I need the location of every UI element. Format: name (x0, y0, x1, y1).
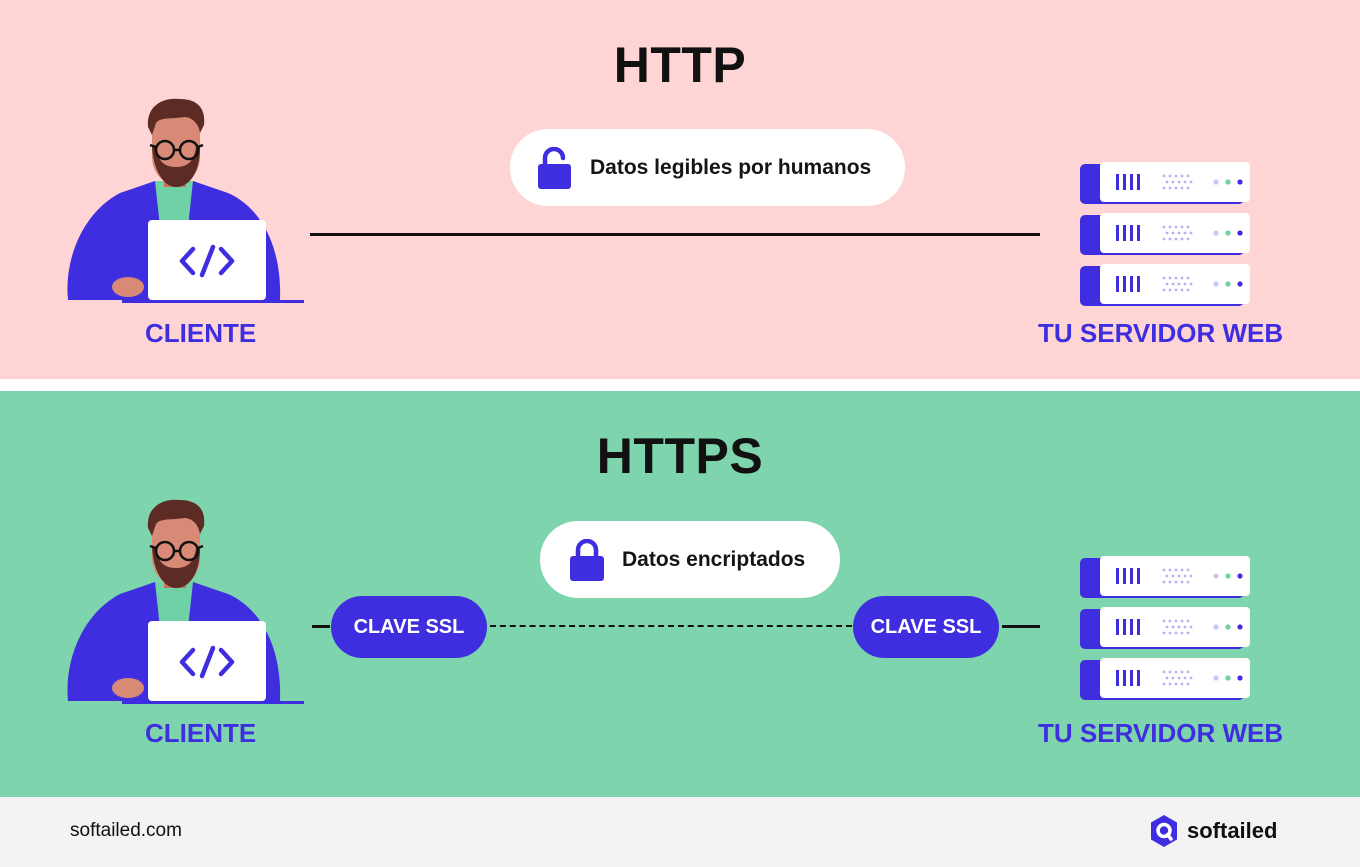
https-encrypted-line (490, 625, 852, 627)
https-server-label: TU SERVIDOR WEB (1038, 718, 1284, 748)
laptop-base (122, 300, 304, 303)
locked-padlock-icon (570, 538, 604, 581)
client-person-illustration (67, 499, 304, 704)
https-client-label: CLIENTE (145, 718, 257, 748)
http-server-label: TU SERVIDOR WEB (1038, 318, 1284, 348)
http-message-text: Datos legibles por humanos (590, 155, 872, 179)
softailed-logo-icon (1151, 815, 1177, 847)
hair (147, 98, 205, 135)
https-line-key-server (1002, 625, 1040, 628)
brand-logo: softailed (1149, 814, 1277, 848)
hand (112, 678, 144, 698)
hair (147, 499, 205, 536)
http-panel: HTTP CLIENTE Datos legibles por humanos … (0, 0, 1360, 379)
client-person-illustration (67, 98, 304, 303)
unlocked-padlock-icon (538, 146, 571, 189)
web-server-illustration (1080, 162, 1250, 306)
https-message-text: Datos encriptados (622, 547, 806, 571)
footer: softailed.com softailed (0, 797, 1360, 867)
shirt (155, 181, 193, 227)
http-title: HTTP (613, 37, 747, 93)
beard (152, 147, 200, 187)
laptop-base (122, 701, 304, 704)
brand-name: softailed (1187, 818, 1278, 843)
http-message-pill: Datos legibles por humanos (510, 129, 905, 206)
http-client-label: CLIENTE (145, 318, 257, 348)
footer-website: softailed.com (70, 820, 182, 841)
hand (112, 277, 144, 297)
https-line-client-key (312, 625, 330, 628)
https-panel: HTTPS CLIENTE Datos encriptados CLAVE SS… (0, 391, 1360, 797)
ssl-key-badge-client: CLAVE SSL (331, 596, 487, 658)
ssl-key-badge-server: CLAVE SSL (853, 596, 999, 658)
https-title: HTTPS (596, 428, 764, 484)
https-message-pill: Datos encriptados (540, 521, 840, 598)
beard (152, 548, 200, 588)
web-server-illustration (1080, 556, 1250, 700)
http-connection-line (310, 233, 1040, 236)
shirt (155, 582, 193, 628)
